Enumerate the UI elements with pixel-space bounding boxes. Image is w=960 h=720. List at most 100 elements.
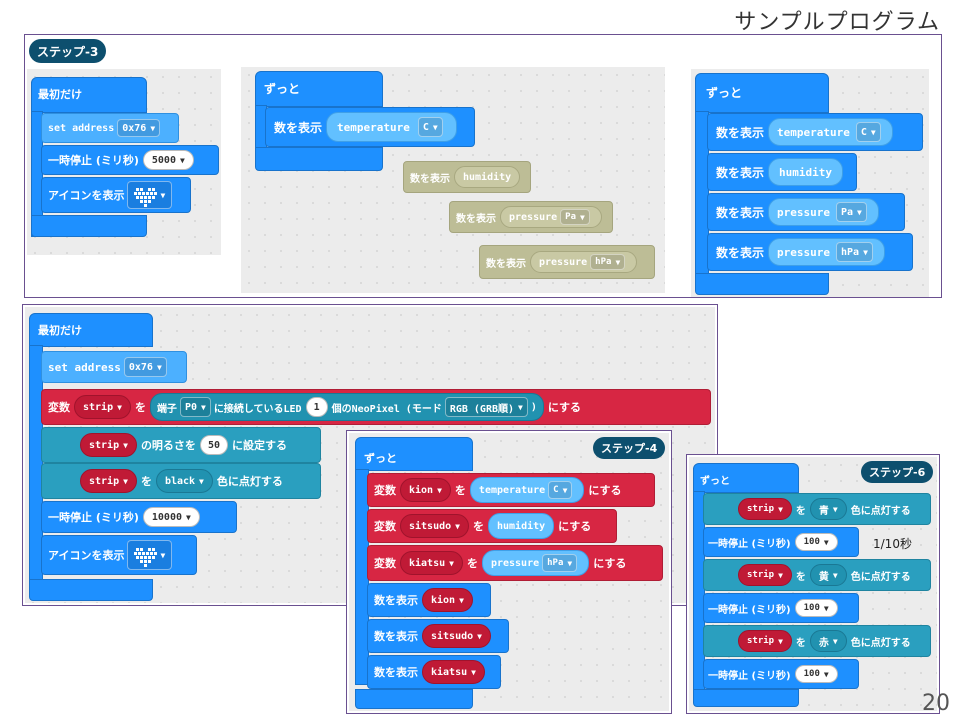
show-icon-label: アイコンを表示	[48, 549, 125, 562]
mode-dropdown[interactable]: RGB (GRB順)▼	[444, 397, 528, 417]
pause-block[interactable]: 一時停止 (ミリ秒) 10000▼	[41, 501, 237, 533]
chevron-down-icon: ▼	[567, 558, 573, 568]
unit-dropdown[interactable]: C▼	[855, 122, 881, 142]
pause-block[interactable]: 一時停止 (ミリ秒) 100▼	[703, 659, 859, 689]
color-dropdown[interactable]: black▼	[155, 469, 213, 493]
set-strip-block[interactable]: 変数 strip▼ を 端子 P0▼ に接続しているLED 1 個のNeoPix…	[41, 389, 711, 425]
unit-dropdown[interactable]: C▼	[548, 481, 573, 499]
show-sitsudo-block[interactable]: 数を表示 sitsudo▼	[367, 619, 509, 653]
humidity-reporter[interactable]: humidity	[768, 158, 843, 186]
wo-label: を	[795, 571, 806, 583]
sitsudo-var-dropdown[interactable]: sitsudo▼	[400, 514, 469, 538]
strip-var-dropdown[interactable]: strip▼	[738, 498, 792, 520]
show-kiatsu-block[interactable]: 数を表示 kiatsu▼	[367, 655, 501, 689]
chevron-down-icon: ▼	[150, 123, 156, 133]
pause-value-field[interactable]: 100▼	[794, 599, 838, 617]
pause-block[interactable]: 一時停止 (ミリ秒) 100▼	[703, 527, 859, 557]
on-start-hat-2[interactable]: 最初だけ	[29, 313, 153, 347]
unit-dropdown[interactable]: Pa▼	[836, 202, 867, 222]
color-dropdown[interactable]: 赤▼	[809, 630, 847, 652]
color-yellow-block[interactable]: strip▼ を 黄▼ 色に点灯する	[703, 559, 931, 591]
humidity-reporter[interactable]: humidity	[487, 513, 555, 539]
pin-dropdown[interactable]: P0▼	[179, 397, 211, 417]
unit-dropdown[interactable]: hPa▼	[590, 254, 626, 270]
on-start-hat[interactable]: 最初だけ	[31, 77, 147, 113]
unit-dropdown[interactable]: hPa▼	[836, 242, 873, 262]
address-dropdown[interactable]: 0x76▼	[117, 119, 161, 137]
forever-hat-2[interactable]: ずっと	[695, 73, 829, 113]
strip-var-dropdown[interactable]: strip▼	[80, 433, 137, 457]
pause-block[interactable]: 一時停止 (ミリ秒) 100▼	[703, 593, 859, 623]
icon-dropdown[interactable]: ▼	[127, 181, 173, 209]
unit-dropdown[interactable]: C▼	[417, 117, 443, 137]
show-number-humidity[interactable]: 数を表示 humidity	[707, 153, 857, 191]
set-sitsudo-block[interactable]: 変数 sitsudo▼ を humidity にする	[367, 509, 617, 543]
color-red-block[interactable]: strip▼ を 赤▼ 色に点灯する	[703, 625, 931, 657]
pause-value-field[interactable]: 10000▼	[142, 507, 200, 527]
forever-hat-3[interactable]: ずっと	[355, 437, 473, 471]
pause-block[interactable]: 一時停止 (ミリ秒) 5000▼	[41, 145, 219, 175]
show-number-temp-block[interactable]: 数を表示 temperature C▼	[265, 107, 475, 147]
neopixel-create-reporter[interactable]: 端子 P0▼ に接続しているLED 1 個のNeoPixel (モード RGB …	[149, 393, 544, 421]
strip-var-dropdown[interactable]: strip▼	[80, 469, 137, 493]
set-address-block[interactable]: set address 0x76▼	[41, 113, 179, 143]
icon-dropdown[interactable]: ▼	[127, 540, 173, 570]
show-icon-label: アイコンを表示	[48, 189, 125, 202]
show-number-label: 数を表示	[374, 630, 418, 643]
pause-value-field[interactable]: 5000▼	[142, 150, 194, 170]
pressure-label: pressure	[539, 256, 588, 268]
color-blue-block[interactable]: strip▼ を 青▼ 色に点灯する	[703, 493, 931, 525]
forever-hat-1[interactable]: ずっと	[255, 71, 383, 107]
set-address-block[interactable]: set address 0x76▼	[41, 351, 187, 383]
chevron-down-icon: ▼	[432, 122, 438, 132]
show-kion-block[interactable]: 数を表示 kion▼	[367, 583, 491, 617]
pause-value-field[interactable]: 100▼	[794, 533, 838, 551]
kiatsu-var: kiatsu	[409, 557, 446, 569]
kiatsu-var-dropdown[interactable]: kiatsu▼	[422, 660, 485, 684]
kion-var-dropdown[interactable]: kion▼	[422, 588, 473, 612]
unit-dropdown[interactable]: hPa▼	[542, 554, 578, 572]
show-icon-block[interactable]: アイコンを表示 ▼	[41, 177, 191, 213]
temperature-reporter[interactable]: temperature C▼	[326, 112, 457, 142]
suru-label: にする	[558, 520, 592, 533]
strip-var-dropdown[interactable]: strip▼	[738, 630, 792, 652]
brightness-field[interactable]: 50	[199, 435, 228, 455]
kiatsu-var-dropdown[interactable]: kiatsu▼	[400, 551, 463, 575]
color-dropdown[interactable]: 黄▼	[809, 564, 847, 586]
chevron-down-icon: ▼	[778, 504, 783, 514]
show-icon-block[interactable]: アイコンを表示 ▼	[41, 535, 197, 575]
led-count-field[interactable]: 1	[305, 397, 328, 417]
show-color-block[interactable]: strip▼ を black▼ 色に点灯する	[41, 463, 321, 499]
set-brightness-block[interactable]: strip▼ の明るさを 50 に設定する	[41, 427, 321, 463]
show-number-humidity-khaki[interactable]: 数を表示 humidity	[403, 161, 531, 193]
unit-dropdown[interactable]: Pa▼	[560, 209, 590, 225]
strip-var-dropdown[interactable]: strip▼	[738, 564, 792, 586]
pressure-label: pressure	[509, 211, 558, 223]
chevron-down-icon: ▼	[123, 476, 128, 486]
sitsudo-var-dropdown[interactable]: sitsudo▼	[422, 624, 491, 648]
address-dropdown[interactable]: 0x76▼	[123, 357, 167, 377]
pause-label: 一時停止 (ミリ秒)	[708, 604, 791, 616]
forever-hat-4[interactable]: ずっと	[693, 463, 799, 493]
humidity-reporter[interactable]: humidity	[454, 166, 521, 188]
color-dropdown[interactable]: 青▼	[809, 498, 847, 520]
pause-value-field[interactable]: 100▼	[794, 665, 838, 683]
panel-step3: ステップ-3 最初だけ set address 0x76▼ 一時停止 (ミリ秒)…	[24, 34, 942, 298]
strip-var-dropdown[interactable]: strip▼	[74, 395, 131, 419]
show-number-label: 数を表示	[716, 245, 765, 260]
kion-var-dropdown[interactable]: kion▼	[400, 478, 451, 502]
